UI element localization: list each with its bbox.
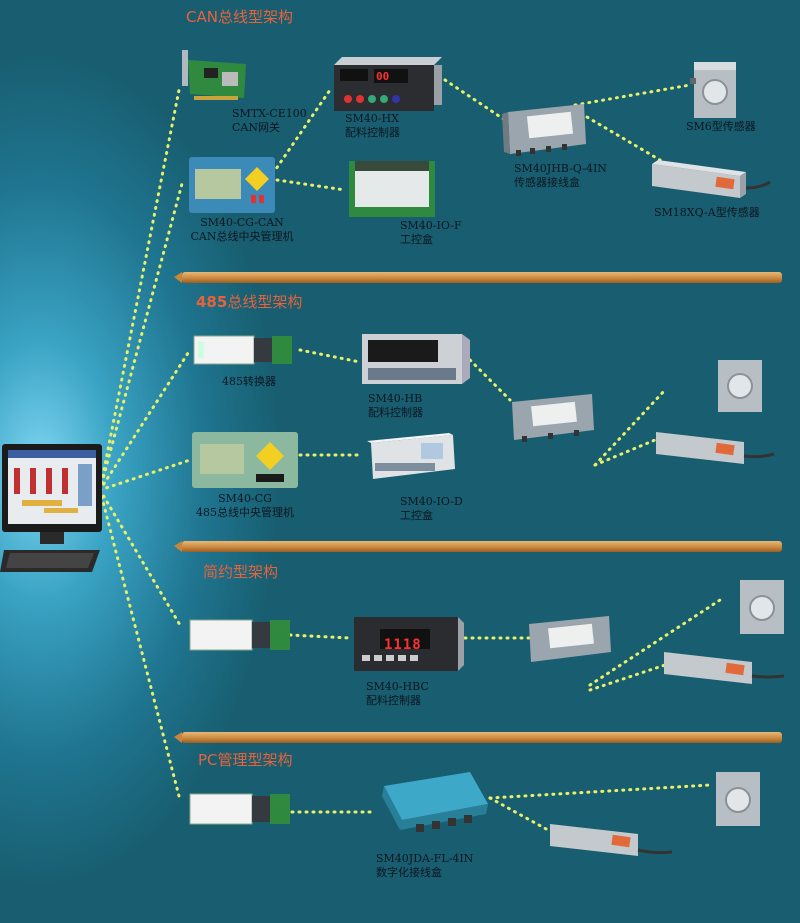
pc-monitor-icon [0, 444, 102, 572]
junction-box-image [512, 394, 594, 442]
jda-desc: 数字化接线盒 [376, 866, 442, 879]
section-title-pc: PC管理型架构 [198, 751, 293, 769]
shear-beam-sensor-image [652, 160, 771, 198]
section-title-485-text: 总线型架构 [227, 293, 303, 311]
iof-desc: 工控盒 [400, 233, 433, 246]
rs485-converter-image [189, 619, 290, 651]
jhbq-desc: 传感器接线盒 [514, 176, 580, 189]
hx-model: SM40-HX [345, 112, 399, 125]
shear-beam-sensor-image [550, 824, 673, 856]
can-gateway-card-image [182, 50, 246, 100]
label-cg: SM40-CG 485总线中央管理机 [196, 492, 294, 520]
rs485-converter-image [193, 335, 292, 365]
jhbq-model: SM40JHB-Q-4IN [514, 162, 607, 175]
section-divider [174, 272, 782, 283]
cg-can-manager-image [189, 157, 275, 213]
label-conv485: 485转换器 [222, 375, 276, 388]
hx-desc: 配料控制器 [345, 126, 400, 139]
section-title-485: 485总线型架构 [196, 291, 302, 312]
hx-display-value: 00 [376, 70, 390, 83]
smtx-desc: CAN网关 [232, 121, 280, 134]
section-divider [174, 732, 782, 743]
s-type-sensor-image [718, 360, 762, 412]
section-title-485-number: 485 [196, 293, 228, 311]
shear-beam-sensor-image [664, 652, 785, 684]
hbc-controller-image [354, 617, 464, 671]
cg-desc: 485总线中央管理机 [196, 506, 294, 519]
iof-model: SM40-IO-F [400, 219, 462, 232]
junction-box-image [529, 616, 611, 662]
label-iod: SM40-IO-D 工控盒 [400, 495, 463, 523]
label-cgcan: SM40-CG-CAN CAN总线中央管理机 [191, 216, 294, 244]
junction-box-image [502, 104, 586, 156]
label-sm6: SM6型传感器 [686, 120, 756, 133]
label-sm18: SM18XQ-A型传感器 [654, 206, 760, 219]
hbc-display-value: 1118 [384, 637, 422, 653]
hbc-desc: 配料控制器 [366, 694, 421, 707]
iod-desc: 工控盒 [400, 509, 433, 522]
s-type-sensor-image [740, 580, 784, 634]
hbc-model: SM40-HBC [366, 680, 429, 693]
cg-model: SM40-CG [218, 492, 272, 505]
digital-junction-box-image [382, 772, 488, 832]
section-title-simple: 简约型架构 [203, 563, 279, 581]
label-hx: SM40-HX 配料控制器 [345, 112, 400, 140]
hb-desc: 配料控制器 [368, 406, 423, 419]
hb-model: SM40-HB [368, 392, 423, 405]
label-jda: SM40JDA-FL-4IN 数字化接线盒 [376, 852, 473, 880]
s-type-sensor-image [716, 772, 760, 826]
s-type-sensor-image [690, 62, 736, 118]
label-hb: SM40-HB 配料控制器 [368, 392, 423, 420]
rs485-converter-image [189, 793, 290, 825]
smtx-model: SMTX-CE100 [232, 107, 307, 120]
jda-model: SM40JDA-FL-4IN [376, 852, 474, 865]
shear-beam-sensor-image [656, 432, 775, 464]
io-box-f-image [349, 161, 435, 217]
section-title-can: CAN总线型架构 [186, 8, 293, 26]
cgcan-desc: CAN总线中央管理机 [190, 230, 294, 243]
cg-manager-image [192, 432, 298, 488]
hx-controller-image [334, 57, 442, 111]
label-jhbq: SM40JHB-Q-4IN 传感器接线盒 [514, 162, 607, 190]
section-divider [174, 541, 782, 552]
iod-model: SM40-IO-D [400, 495, 463, 508]
label-iof: SM40-IO-F 工控盒 [400, 219, 462, 247]
hb-controller-image [362, 334, 470, 384]
label-smtx: SMTX-CE100 CAN网关 [232, 107, 307, 135]
io-box-d-image [367, 433, 455, 479]
cgcan-model: SM40-CG-CAN [200, 216, 284, 229]
label-hbc: SM40-HBC 配料控制器 [366, 680, 429, 708]
